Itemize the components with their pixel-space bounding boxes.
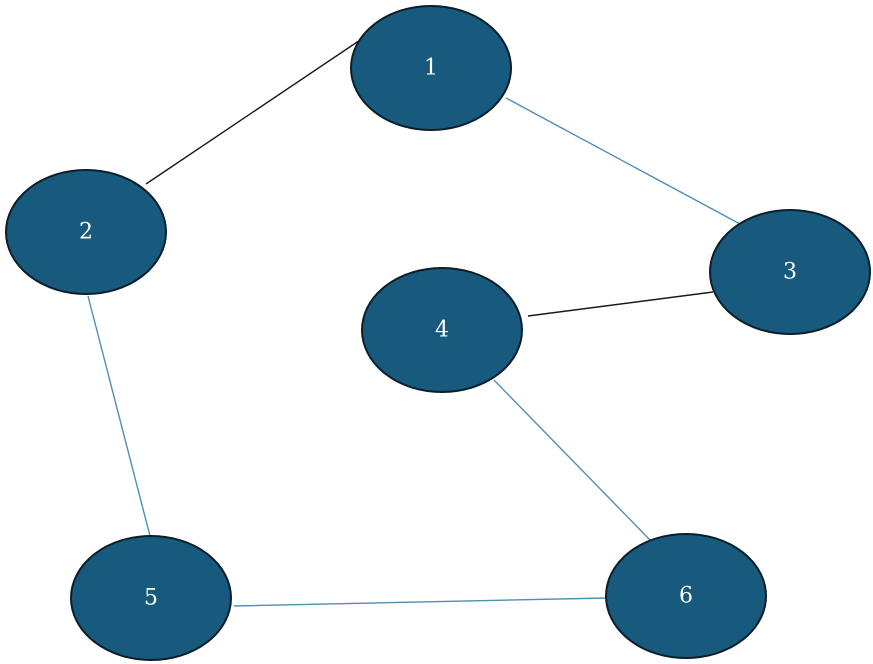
node-circle xyxy=(709,209,871,335)
node-2: 2 xyxy=(5,169,167,295)
node-1: 1 xyxy=(350,5,512,131)
edges-layer xyxy=(87,27,741,607)
node-label: 2 xyxy=(79,220,93,245)
node-label: 6 xyxy=(679,584,693,609)
edge-3-4 xyxy=(527,291,714,317)
node-label: 3 xyxy=(783,260,797,285)
node-label: 1 xyxy=(424,56,438,81)
node-6: 6 xyxy=(605,533,767,659)
node-circle xyxy=(350,5,512,131)
edge-4-6 xyxy=(493,379,651,541)
node-circle xyxy=(5,169,167,295)
node-circle xyxy=(605,533,767,659)
node-label: 4 xyxy=(435,318,449,343)
node-3: 3 xyxy=(709,209,871,335)
nodes-layer: 1 2 3 4 5 6 xyxy=(5,5,871,661)
edge-1-2 xyxy=(145,27,379,185)
edge-1-3 xyxy=(505,97,741,225)
node-label: 5 xyxy=(144,586,158,611)
node-circle xyxy=(361,267,523,393)
edge-5-6 xyxy=(233,597,607,607)
edge-2-5 xyxy=(87,295,151,537)
node-5: 5 xyxy=(70,535,232,661)
node-circle xyxy=(70,535,232,661)
node-4: 4 xyxy=(361,267,523,393)
